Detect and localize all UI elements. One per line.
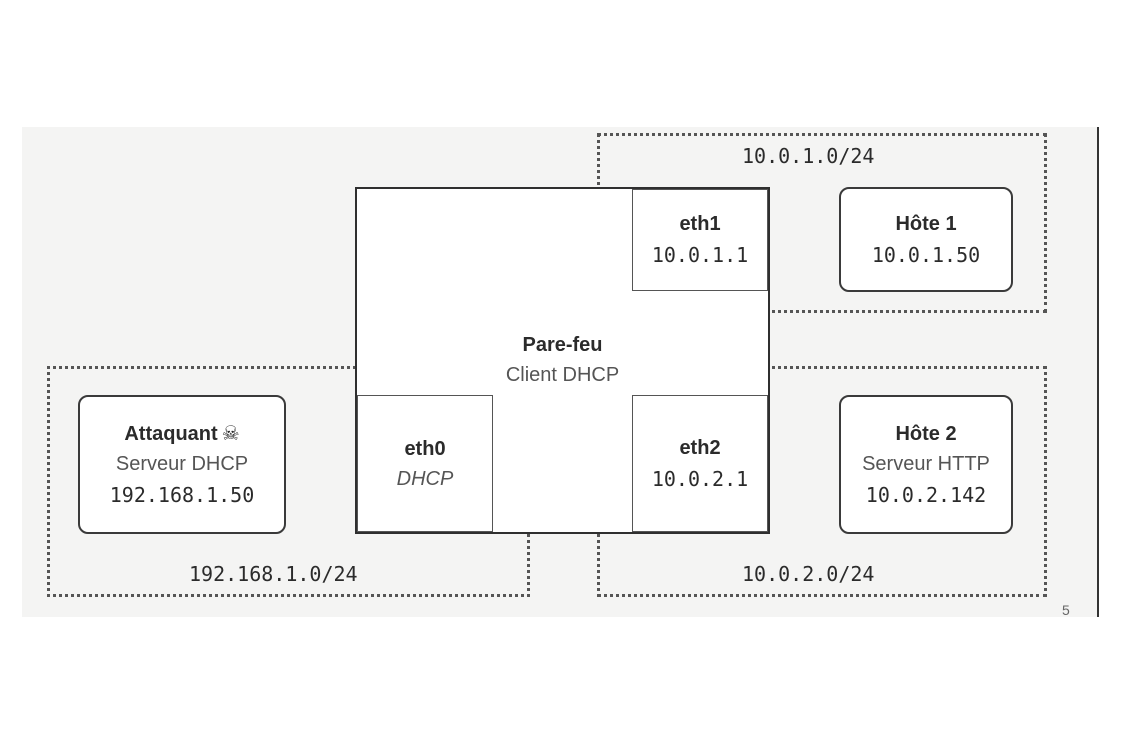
attacker-role: Serveur DHCP [115, 452, 249, 475]
host2-ip: 10.0.2.142 [865, 482, 987, 507]
attacker-name: Attaquant [124, 422, 218, 445]
eth1-label: eth1 [679, 213, 721, 235]
network-label-10-0-2-0: 10.0.2.0/24 [736, 562, 881, 586]
eth1-ip: 10.0.1.1 [651, 243, 749, 267]
page-number: 5 [1062, 602, 1070, 618]
interface-eth0: eth0 DHCP [357, 395, 493, 532]
attacker-ip: 192.168.1.50 [109, 482, 255, 507]
interface-eth1: eth1 10.0.1.1 [632, 189, 768, 291]
host2-box: Hôte 2 Serveur HTTP 10.0.2.142 [839, 395, 1013, 534]
eth2-label: eth2 [679, 436, 721, 459]
attacker-box: Attaquant☠ Serveur DHCP 192.168.1.50 [78, 395, 286, 534]
network-label-10-0-1-0: 10.0.1.0/24 [736, 144, 881, 168]
host1-name: Hôte 1 [895, 212, 957, 235]
firewall-name: Pare-feu [522, 334, 603, 356]
skull-crossbones-icon: ☠ [221, 422, 240, 445]
host1-box: Hôte 1 10.0.1.50 [839, 187, 1013, 292]
interface-eth2: eth2 10.0.2.1 [632, 395, 768, 532]
firewall-title: Pare-feu Client DHCP [355, 330, 770, 390]
eth2-ip: 10.0.2.1 [651, 466, 749, 491]
slide-edge [1097, 127, 1099, 617]
network-label-192-168-1-0: 192.168.1.0/24 [183, 562, 364, 586]
host1-ip: 10.0.1.50 [871, 242, 981, 267]
host2-role: Serveur HTTP [862, 452, 990, 475]
firewall-role: Client DHCP [505, 364, 620, 386]
eth0-mode: DHCP [396, 467, 454, 490]
host2-name: Hôte 2 [895, 422, 957, 445]
attacker-title: Attaquant☠ [124, 419, 239, 449]
eth0-label: eth0 [404, 437, 446, 460]
